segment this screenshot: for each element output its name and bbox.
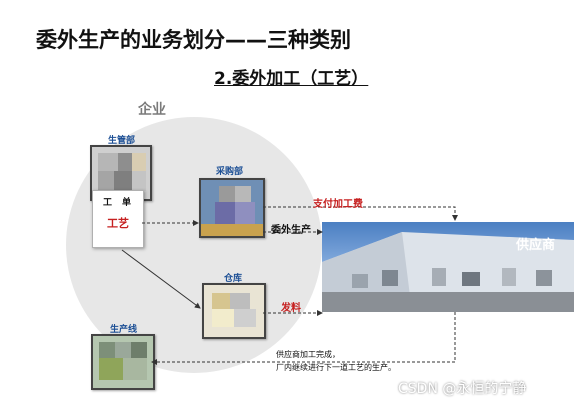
supplier-label: 供应商 <box>516 238 556 253</box>
page-subtitle: 2.委外加工（工艺） <box>214 69 369 89</box>
work-order-document: 工单 工艺 <box>92 190 144 248</box>
warehouse-photo <box>202 283 266 339</box>
dept-label-warehouse: 仓库 <box>224 274 243 284</box>
work-order-label: 工单 <box>103 198 142 208</box>
enterprise-label: 企业 <box>138 102 166 118</box>
arrow-to-warehouse <box>121 249 201 309</box>
factory-building-icon <box>322 232 574 312</box>
page-title: 委外生产的业务划分——三种类别 <box>36 28 351 52</box>
purchasing-photo <box>199 178 265 238</box>
dept-label-purchasing: 采购部 <box>216 167 244 177</box>
pay-fee-label: 支付加工费 <box>313 199 363 210</box>
process-label: 工艺 <box>107 217 129 230</box>
production-line-photo <box>91 334 155 390</box>
supplier-factory-image: 供应商 <box>322 222 574 312</box>
watermark: CSDN @永恒的宁静 <box>398 381 527 397</box>
outsource-production-label: 委外生产 <box>271 225 311 236</box>
arrow-pay-fee <box>263 206 458 221</box>
return-note: 供应商加工完成， 厂内继续进行下一道工艺的生产。 <box>276 348 396 374</box>
dept-label-production-line: 生产线 <box>110 325 138 335</box>
dispatch-material-label: 发料 <box>281 303 301 314</box>
return-note-line2: 厂内继续进行下一道工艺的生产。 <box>276 363 396 372</box>
dept-label-production-management: 生管部 <box>108 136 136 146</box>
arrow-return <box>151 312 456 365</box>
return-note-line1: 供应商加工完成， <box>276 350 340 359</box>
